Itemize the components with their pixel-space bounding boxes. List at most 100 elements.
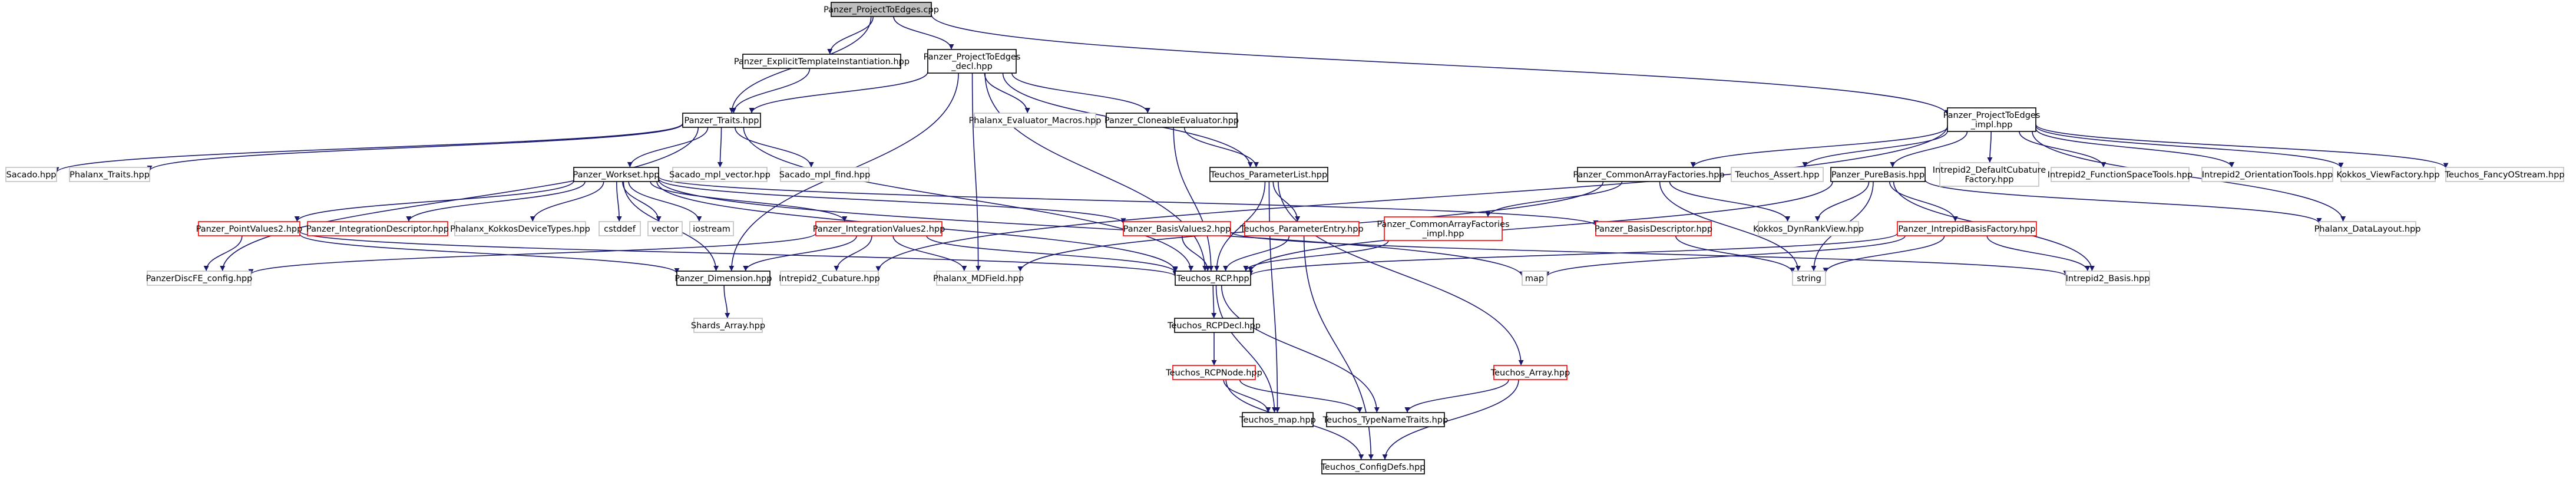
node-label-asset-0: Teuchos_Assert.hpp	[1734, 170, 1819, 180]
edge-rcpnode-to-typename	[1239, 379, 1363, 413]
edge-root-to-eti	[827, 16, 874, 55]
node-label-rcpdecl-0: Teuchos_RCPDecl.hpp	[1167, 321, 1261, 331]
edge-impl-to-cubature	[875, 126, 1948, 272]
node-box-fe_config	[147, 271, 252, 286]
edge-impl-to-orient	[2035, 128, 2235, 168]
node-viewfactory: Kokkos_ViewFactory.hpp	[2336, 167, 2440, 182]
edge-bv2-to-i2basis	[1230, 231, 2069, 276]
edge-caf-to-dynrank	[1669, 181, 1791, 222]
edge-caf-to-caf_impl	[1485, 181, 1623, 217]
node-cloneable[interactable]: Panzer_CloneableEvaluator.hpp	[1105, 113, 1239, 128]
node-label-phx_macros-0: Phalanx_Evaluator_Macros.hpp	[969, 116, 1102, 126]
node-box-dynrank	[1758, 221, 1859, 236]
node-box-orient	[2201, 167, 2333, 182]
node-phx_macros: Phalanx_Evaluator_Macros.hpp	[969, 113, 1102, 128]
node-rcp[interactable]: Teuchos_RCP.hpp	[1175, 271, 1251, 286]
node-label-rcpnode-0: Teuchos_RCPNode.hpp	[1165, 368, 1262, 378]
node-pv2[interactable]: Panzer_PointValues2.hpp	[196, 221, 303, 236]
node-rcpnode[interactable]: Teuchos_RCPNode.hpp	[1165, 365, 1262, 380]
node-dynrank: Kokkos_DynRankView.hpp	[1753, 221, 1864, 236]
node-eti[interactable]: Panzer_ExplicitTemplateInstantiation.hpp	[734, 54, 910, 69]
node-fst: Intrepid2_FunctionSpaceTools.hpp	[2048, 167, 2193, 182]
edge-rcp-to-tmap	[1215, 285, 1277, 413]
node-label-typename-0: Teuchos_TypeNameTraits.hpp	[1322, 416, 1448, 425]
node-label-orient-0: Intrepid2_OrientationTools.hpp	[2202, 170, 2333, 180]
node-basisdesc[interactable]: Panzer_BasisDescriptor.hpp	[1595, 221, 1712, 236]
edge-iv2-to-rcp	[926, 235, 1178, 273]
node-typename[interactable]: Teuchos_TypeNameTraits.hpp	[1322, 412, 1448, 427]
node-i2basis: Intrepid2_Basis.hpp	[2065, 271, 2150, 286]
node-paramlist[interactable]: Teuchos_ParameterList.hpp	[1209, 167, 1328, 182]
node-label-dimension-0: Panzer_Dimension.hpp	[674, 274, 772, 283]
node-box-viewfactory	[2340, 167, 2436, 182]
node-cstddef: cstddef	[598, 221, 641, 236]
edge-workset-to-bv2	[658, 178, 1126, 224]
edge-rcp-to-typename	[1221, 285, 1380, 413]
node-box-datalayout	[2319, 221, 2416, 236]
edge-impl-to-asset	[1802, 130, 1948, 168]
edge-caf_impl-to-rcp	[1243, 240, 1389, 272]
edge-impl-to-purebasis	[1890, 131, 1968, 168]
node-label-caf-0: Panzer_CommonArrayFactories.hpp	[1573, 170, 1724, 180]
edge-iv2-to-fe_config	[248, 233, 816, 275]
node-box-iv2	[815, 221, 943, 236]
edge-impl-to-caf	[1690, 126, 1948, 168]
node-fe_config: PanzerDiscFE_config.hpp	[146, 271, 252, 286]
node-box-i2basis	[2065, 271, 2150, 286]
edge-traits-to-rcp	[743, 127, 1194, 272]
node-tmap[interactable]: Teuchos_map.hpp	[1239, 412, 1316, 427]
edge-decl-to-mdfield	[971, 72, 981, 272]
node-label-phx_traits-0: Phalanx_Traits.hpp	[70, 170, 150, 180]
node-map_std: map	[1522, 271, 1547, 286]
node-label-tmap-0: Teuchos_map.hpp	[1239, 416, 1316, 425]
node-box-tarray	[1493, 365, 1568, 380]
node-label-impl-1: _impl.hpp	[1970, 120, 2013, 130]
node-label-decl-1: _decl.hpp	[951, 62, 993, 71]
node-ibf[interactable]: Panzer_IntrepidBasisFactory.hpp	[1897, 221, 2037, 236]
node-box-traits	[682, 113, 761, 128]
node-label-iostream-0: iostream	[693, 225, 730, 234]
node-box-sacado	[5, 167, 57, 182]
node-configdefs[interactable]: Teuchos_ConfigDefs.hpp	[1321, 459, 1426, 474]
node-box-dimension	[676, 271, 771, 286]
node-box-typename	[1326, 412, 1445, 427]
node-workset[interactable]: Panzer_Workset.hpp	[573, 167, 660, 182]
node-box-intdesc	[307, 221, 448, 236]
node-label-pv2-0: Panzer_PointValues2.hpp	[196, 225, 303, 234]
node-box-impl	[1947, 107, 2036, 132]
node-traits[interactable]: Panzer_Traits.hpp	[682, 113, 761, 128]
node-intdesc[interactable]: Panzer_IntegrationDescriptor.hpp	[306, 221, 449, 236]
node-box-iostream	[689, 221, 734, 236]
node-label-tarray-0: Teuchos_Array.hpp	[1490, 368, 1570, 378]
node-fancy: Teuchos_FancyOStream.hpp	[2444, 167, 2565, 182]
node-purebasis[interactable]: Panzer_PureBasis.hpp	[1830, 167, 1926, 182]
node-box-decl	[927, 49, 1017, 74]
node-label-shards-0: Shards_Array.hpp	[691, 321, 765, 331]
node-label-configdefs-0: Teuchos_ConfigDefs.hpp	[1321, 463, 1426, 472]
node-impl[interactable]: Panzer_ProjectToEdges_impl.hpp	[1943, 107, 2041, 132]
node-box-bv2	[1123, 221, 1231, 236]
node-layer: Panzer_ProjectToEdges.cppPanzer_Explicit…	[5, 2, 2565, 474]
node-box-string	[1792, 271, 1826, 286]
node-label-workset-0: Panzer_Workset.hpp	[573, 170, 660, 180]
node-label-basisdesc-0: Panzer_BasisDescriptor.hpp	[1595, 225, 1712, 234]
node-dimension[interactable]: Panzer_Dimension.hpp	[674, 271, 772, 286]
edge-traits-to-phx_traits	[147, 123, 683, 172]
node-sacado_find: Sacado_mpl_find.hpp	[779, 167, 870, 182]
node-decl[interactable]: Panzer_ProjectToEdges_decl.hpp	[924, 49, 1021, 74]
node-tarray[interactable]: Teuchos_Array.hpp	[1490, 365, 1570, 380]
node-caf_impl[interactable]: Panzer_CommonArrayFactories_impl.hpp	[1377, 216, 1510, 241]
edge-eti-to-traits	[730, 68, 811, 114]
node-label-impl-0: Panzer_ProjectToEdges	[1943, 111, 2041, 120]
edge-purebasis-to-datalayout	[1924, 179, 2322, 224]
node-orient: Intrepid2_OrientationTools.hpp	[2201, 167, 2333, 182]
edge-decl-to-cloneable	[1011, 72, 1150, 114]
edge-root-to-decl	[893, 16, 954, 50]
node-bv2[interactable]: Panzer_BasisValues2.hpp	[1123, 221, 1231, 236]
node-paramentry[interactable]: Teuchos_ParameterEntry.hpp	[1239, 221, 1364, 236]
node-rcpdecl[interactable]: Teuchos_RCPDecl.hpp	[1167, 318, 1261, 333]
node-caf[interactable]: Panzer_CommonArrayFactories.hpp	[1573, 167, 1725, 182]
node-asset: Teuchos_Assert.hpp	[1731, 167, 1824, 182]
node-box-cubfactory	[1939, 162, 2039, 187]
node-iv2[interactable]: Panzer_IntegrationValues2.hpp	[813, 221, 945, 236]
